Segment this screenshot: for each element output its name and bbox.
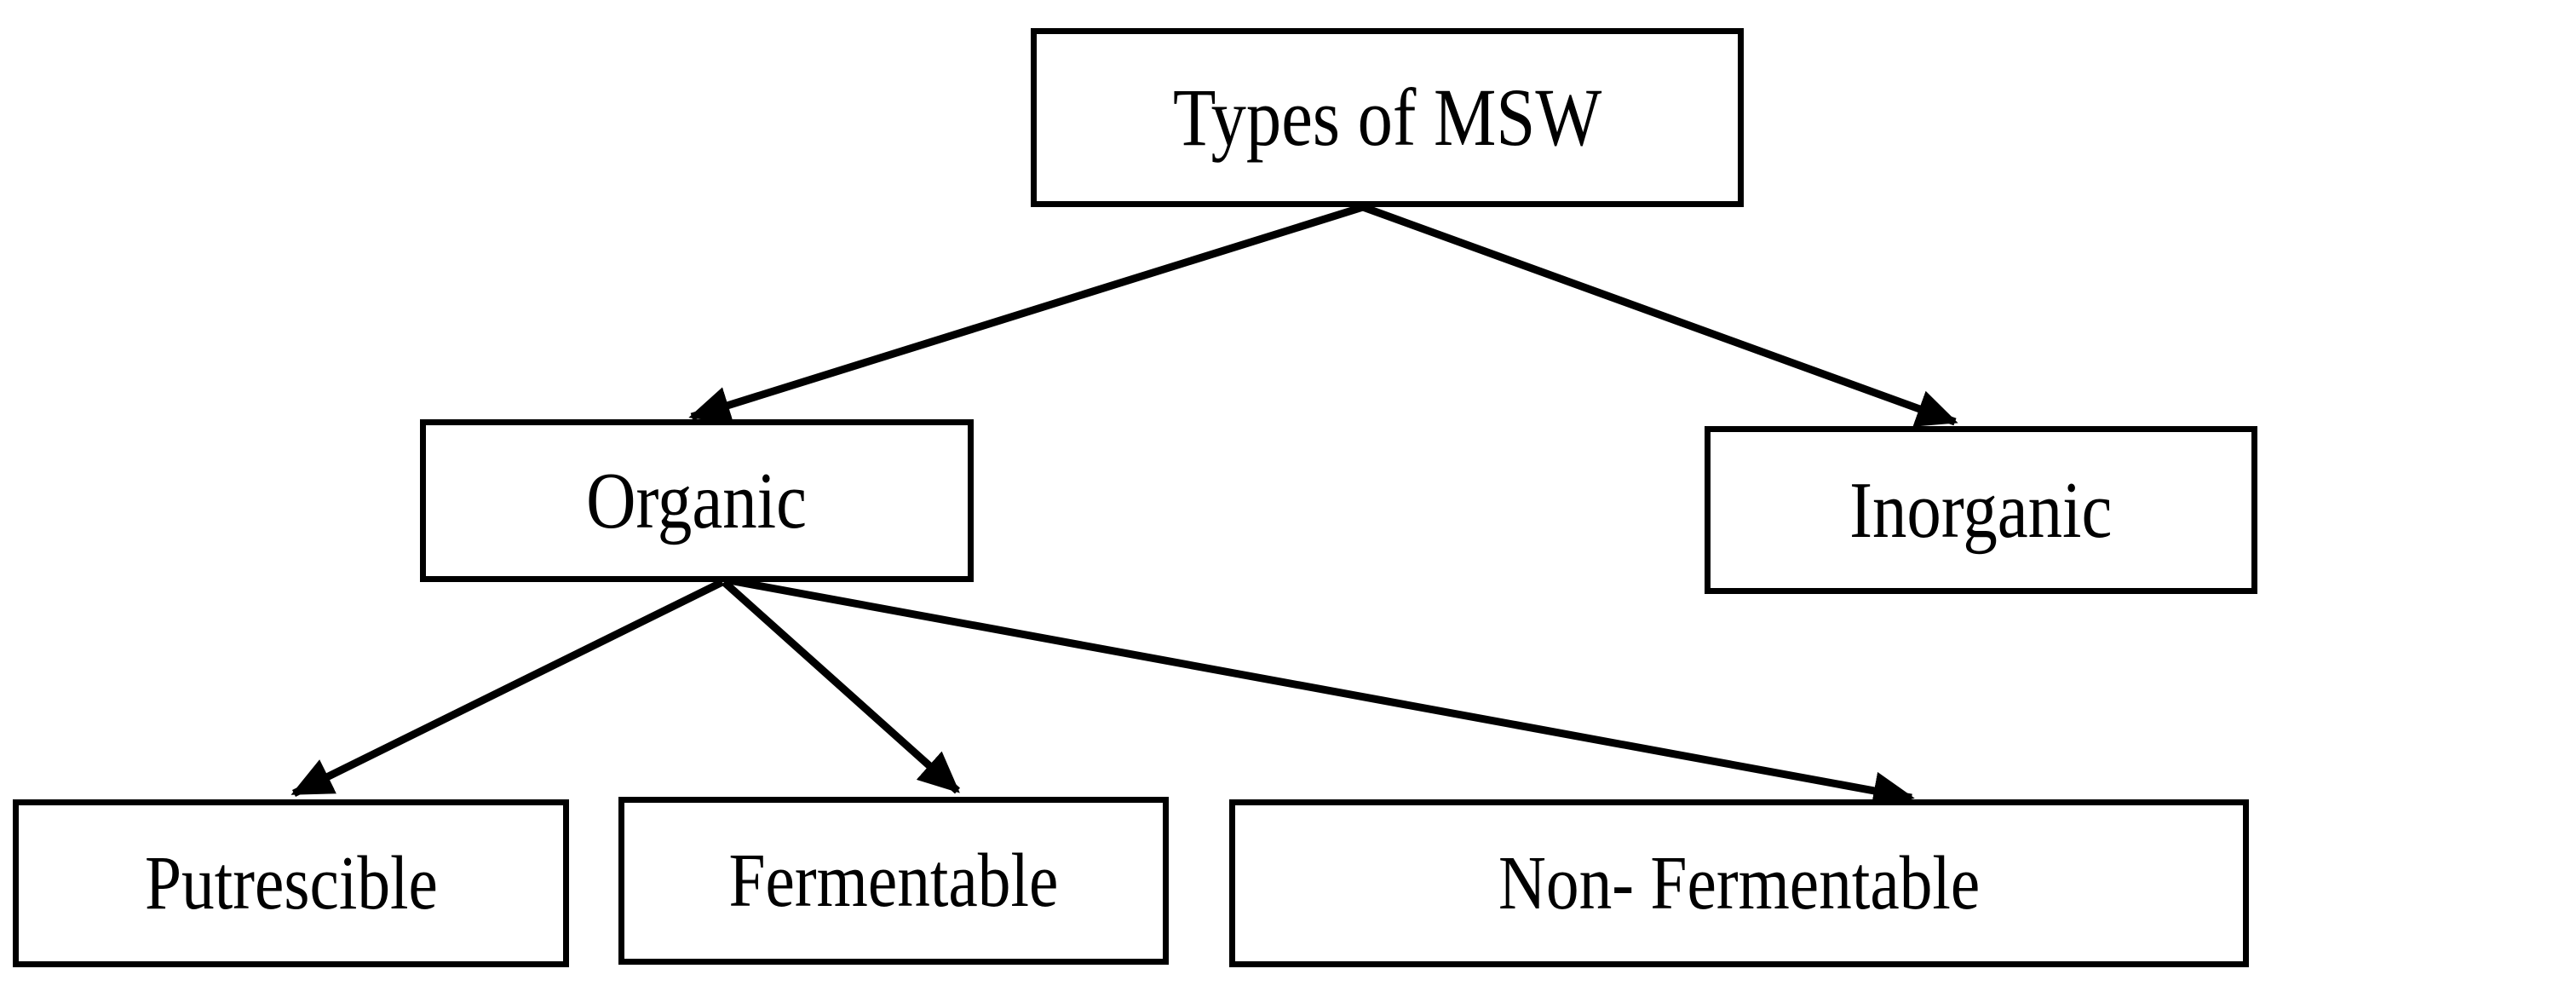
- node-fermentable[interactable]: Fermentable: [618, 797, 1169, 965]
- edge-root-to-organic: [688, 203, 1365, 424]
- edge-organic-to-putrescible: [290, 578, 724, 798]
- node-label-fermentable: Fermentable: [728, 838, 1059, 923]
- node-types-of-msw[interactable]: Types of MSW: [1031, 28, 1744, 207]
- edge-organic-to-non-fermentable: [728, 576, 1915, 810]
- node-non-fermentable[interactable]: Non- Fermentable: [1229, 799, 2249, 967]
- node-inorganic[interactable]: Inorganic: [1705, 426, 2257, 594]
- node-label-inorganic: Inorganic: [1849, 465, 2113, 555]
- edge-organic-to-fermentable: [722, 579, 960, 794]
- node-organic[interactable]: Organic: [420, 419, 974, 582]
- node-label-organic: Organic: [586, 456, 808, 545]
- node-label-putrescible: Putrescible: [144, 840, 438, 925]
- node-label-types-of-msw: Types of MSW: [1172, 72, 1602, 163]
- node-label-non-fermentable: Non- Fermentable: [1498, 840, 1981, 925]
- edge-root-to-inorganic: [1361, 203, 1958, 427]
- node-putrescible[interactable]: Putrescible: [13, 799, 569, 967]
